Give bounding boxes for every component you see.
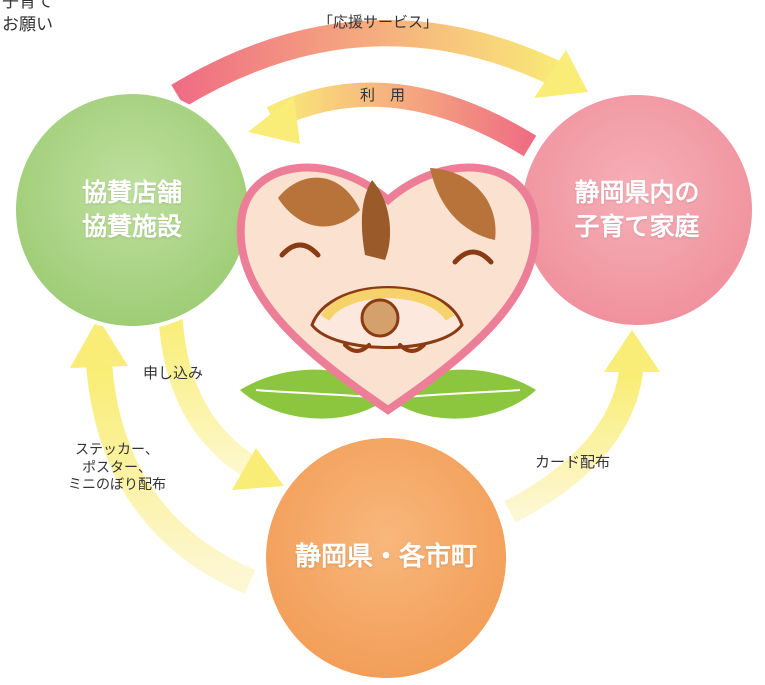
top-left-text: 子育て お願い [2,0,53,37]
apply-label: 申し込み [143,364,204,382]
prefecture-label: 静岡県・各市町 [294,542,477,572]
sticker-label: ステッカー、 ポスター、 ミニのぼり配布 [68,442,166,495]
family-label-line-2: 子育て家庭 [574,211,700,241]
support-service-label: 「応援サービス」 [318,13,439,31]
heart-child-illustration [236,163,540,415]
sponsor-label-line-1: 協賛店舗 [81,178,182,207]
top-left-line-2: お願い [2,15,53,36]
use-label: 利 用 [360,86,406,104]
sticker-label-line-2: ポスター、 [82,459,152,476]
sticker-label-line-3: ミニのぼり配布 [68,477,166,493]
sticker-arrow [70,318,256,594]
sticker-label-line-1: ステッカー、 [75,442,159,458]
use-arrow [248,82,537,157]
family-label: 静岡県内の 子育て家庭 [537,176,737,244]
card-arrow [504,330,660,523]
card-label: カード配布 [535,453,611,471]
top-left-line-1: 子育て [2,0,53,12]
family-label-line-1: 静岡県内の [574,178,700,207]
sponsor-label: 協賛店舗 協賛施設 [42,176,222,244]
apply-arrow [158,297,284,490]
sponsor-label-line-2: 協賛施設 [81,211,182,241]
prefecture-circle [262,434,510,682]
support-service-arrow [171,20,588,108]
